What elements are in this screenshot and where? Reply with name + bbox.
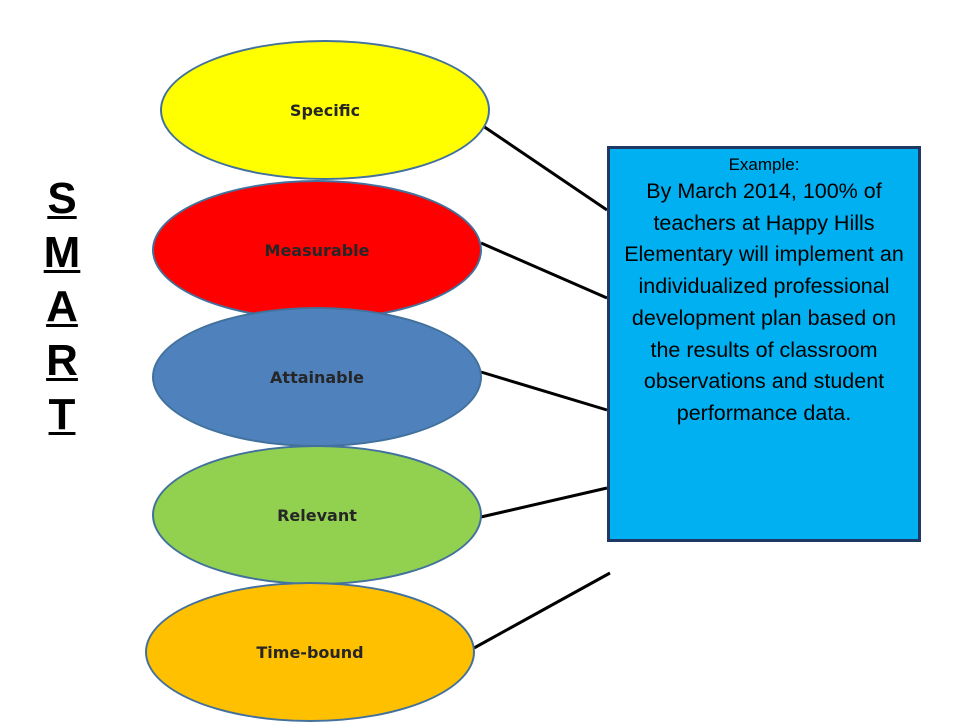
criterion-time-bound: Time-bound [145, 582, 475, 722]
connector-measurable [480, 241, 608, 300]
connector-attainable [480, 370, 608, 412]
acronym-letter-m: M [43, 228, 81, 277]
acronym-letter-t: T [48, 390, 76, 439]
criterion-specific: Specific [160, 40, 490, 180]
example-text: By March 2014, 100% of teachers at Happy… [624, 179, 904, 425]
connector-relevant [480, 486, 608, 519]
criterion-attainable: Attainable [152, 307, 482, 447]
acronym-letter-s: S [47, 174, 77, 223]
criterion-label: Measurable [264, 240, 370, 260]
connector-specific [482, 124, 608, 212]
example-box: Example: By March 2014, 100% of teachers… [607, 146, 921, 542]
criterion-label: Time-bound [256, 642, 364, 662]
example-heading: Example: [728, 155, 800, 174]
criterion-measurable: Measurable [152, 180, 482, 320]
connector-timebound [473, 571, 611, 650]
criterion-relevant: Relevant [152, 445, 482, 585]
acronym-letter-r: R [46, 336, 78, 385]
smart-acronym: S M A R T [30, 172, 94, 442]
criterion-label: Attainable [270, 367, 364, 387]
criterion-label: Relevant [277, 505, 357, 525]
criterion-label: Specific [289, 100, 361, 120]
acronym-letter-a: A [46, 282, 78, 331]
